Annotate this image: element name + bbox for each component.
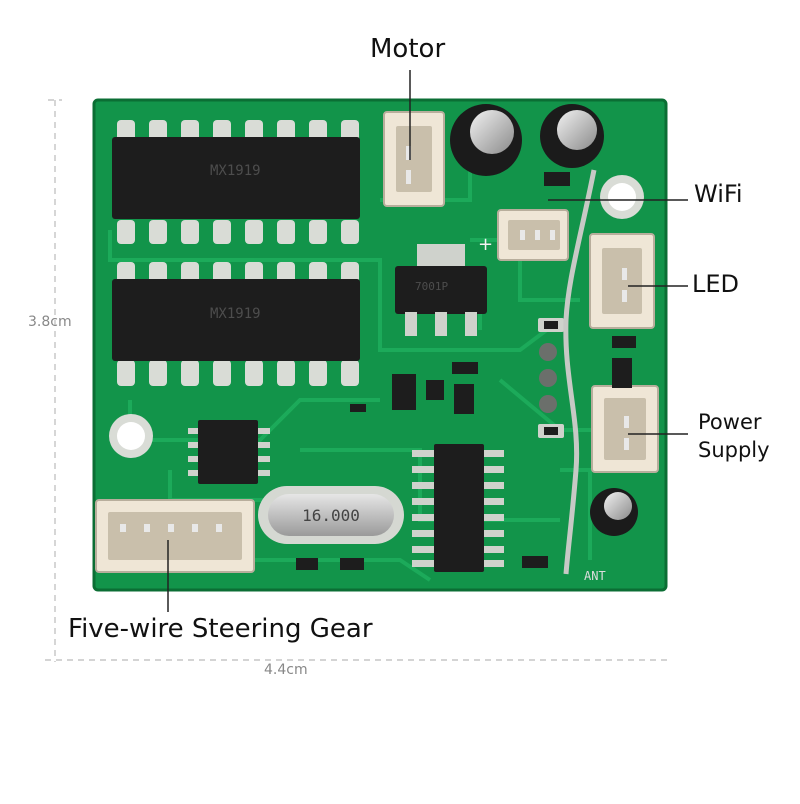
- height-dimension-label: 3.8cm: [28, 314, 72, 330]
- crystal-marking: 16.000: [302, 506, 360, 525]
- wifi-label: WiFi: [694, 180, 743, 208]
- callout-lines: [167, 70, 688, 612]
- steering-gear-label: Five-wire Steering Gear: [68, 614, 373, 644]
- board-markings: MX1919 MX1919 7001P 16.000 ANT: [210, 163, 606, 583]
- regulator-marking: 7001P: [415, 280, 448, 293]
- motor-label: Motor: [370, 34, 446, 64]
- chip1-marking: MX1919: [210, 163, 261, 179]
- power-label-line2: Supply: [698, 438, 770, 462]
- antenna-marking: ANT: [584, 569, 606, 583]
- width-dimension-label: 4.4cm: [264, 662, 308, 678]
- pcb-board: +: [92, 98, 668, 592]
- power-label-line1: Power: [698, 410, 762, 434]
- dimension-lines: [45, 99, 668, 662]
- chip2-marking: MX1919: [210, 306, 261, 322]
- plus-marking: +: [478, 234, 493, 255]
- led-label: LED: [692, 270, 740, 298]
